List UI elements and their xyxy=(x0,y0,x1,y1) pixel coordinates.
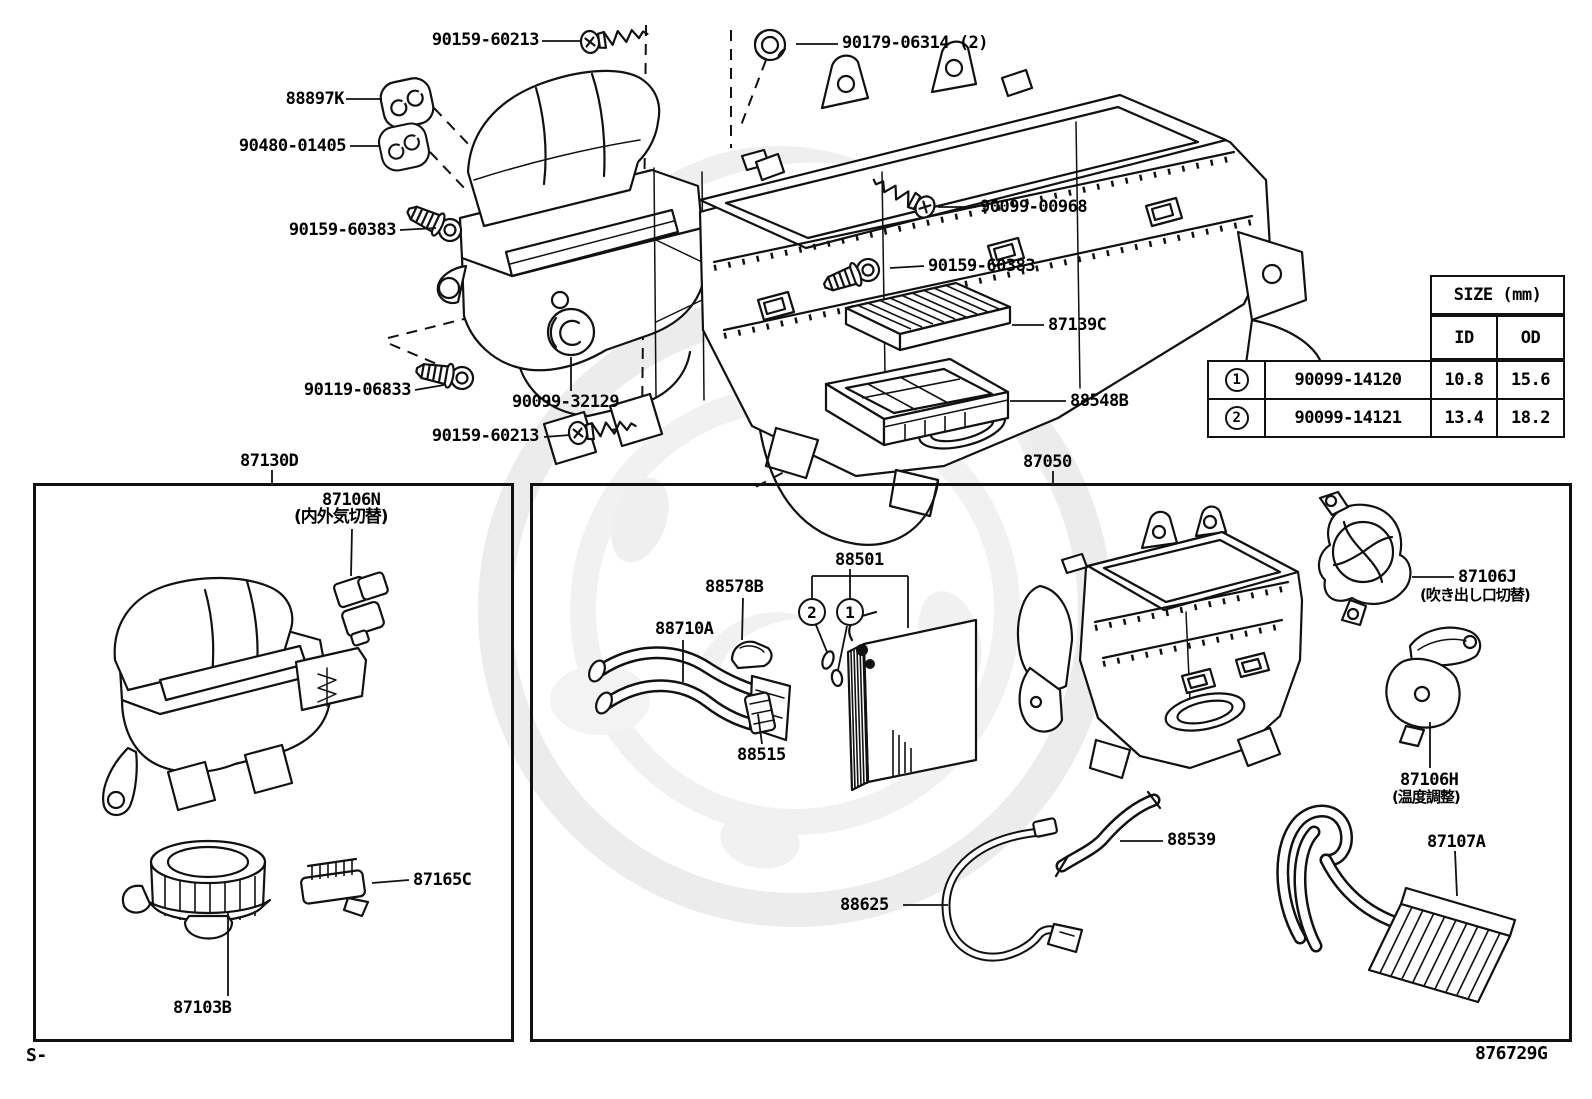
callout-mode-servo: 87106J xyxy=(1458,567,1517,587)
size-table-row1-od: 15.6 xyxy=(1496,360,1565,400)
filter-case-art xyxy=(824,357,1010,447)
evaporator-art xyxy=(846,610,978,792)
top-leader-lines xyxy=(271,40,1066,485)
heater-core-art xyxy=(1276,804,1517,1004)
oring-ref-1: 1 xyxy=(836,598,864,626)
bolt-icon xyxy=(402,198,467,247)
cabin-filter-art xyxy=(844,281,1012,352)
size-table-col-id: ID xyxy=(1430,315,1498,360)
mode-servo-art xyxy=(1317,490,1412,627)
size-table-row1-ref: 1 xyxy=(1207,360,1266,400)
blower-motor-art xyxy=(121,839,272,940)
ac-box-art xyxy=(588,490,1517,1004)
grommet-icon xyxy=(376,73,438,133)
callout-screw-top: 90159-60213 xyxy=(431,30,540,50)
callout-grommet-c: 90099-32129 xyxy=(512,392,620,412)
callout-filter-case: 88548B xyxy=(1070,391,1129,411)
callout-screw-bottom: 90159-60213 xyxy=(431,426,540,446)
callout-tube: 88710A xyxy=(655,619,714,639)
footer-left-code: S- xyxy=(26,1045,47,1066)
blower-box-title: 87130D xyxy=(240,451,299,471)
size-table-row2-part: 90099-14121 xyxy=(1264,398,1432,438)
callout-screw-right: 90099-00968 xyxy=(980,197,1088,217)
size-table-title: SIZE (mm) xyxy=(1430,275,1565,315)
circled-2: 2 xyxy=(1224,406,1249,430)
blower-housing-art xyxy=(102,576,368,817)
blower-unit-section-box xyxy=(33,483,514,1042)
circled-1: 1 xyxy=(1224,368,1249,392)
evaporator-oring-art xyxy=(811,569,909,688)
blower-resistor-art xyxy=(300,857,370,918)
size-table-row1-id: 10.8 xyxy=(1430,360,1498,400)
temp-servo-art xyxy=(1385,626,1482,748)
packing-art xyxy=(730,640,773,670)
ac-unit-section-box xyxy=(530,483,1572,1042)
callout-heater-core: 87107A xyxy=(1427,832,1486,852)
cooling-case-art xyxy=(698,40,1325,546)
ac-case-art xyxy=(1016,505,1304,780)
callout-hose: 88539 xyxy=(1167,830,1216,850)
drawing-number: 876729G xyxy=(1475,1043,1548,1064)
callout-temp-servo: 87106H xyxy=(1400,770,1459,790)
callout-mode-servo-note: (吹き出し口切替) xyxy=(1420,586,1531,604)
callout-bolt-lower: 90119-06833 xyxy=(303,380,412,400)
bolt-icon xyxy=(413,357,477,393)
callout-filter: 87139C xyxy=(1048,315,1107,335)
callout-blower-motor: 87103B xyxy=(173,998,232,1018)
callout-grommet-a: 88897K xyxy=(285,89,345,109)
grommet-icon xyxy=(374,119,434,175)
callout-intake-servo-note: (内外気切替) xyxy=(294,507,389,527)
fastener-art xyxy=(374,21,940,447)
thermistor-wire-art xyxy=(941,817,1084,962)
callout-nut: 90179-06314 (2) xyxy=(842,33,989,53)
screw-icon xyxy=(578,21,651,56)
callout-bolt-right: 90159-60383 xyxy=(928,256,1036,276)
size-table-row2-ref: 2 xyxy=(1207,398,1266,438)
blower-case-art xyxy=(436,69,708,466)
callout-resistor: 87165C xyxy=(413,870,472,890)
blower-box-art xyxy=(102,528,410,996)
callout-temp-servo-note: (温度調整) xyxy=(1392,788,1461,806)
size-table-col-od: OD xyxy=(1496,315,1565,360)
clamp-art xyxy=(743,691,777,735)
callout-clamp: 88515 xyxy=(737,745,786,765)
ac-box-leaders xyxy=(682,576,1458,906)
blower-box-leaders xyxy=(227,528,410,996)
callout-evaporator: 88501 xyxy=(835,550,884,570)
callout-packing: 88578B xyxy=(705,577,764,597)
round-grommet-icon xyxy=(546,307,596,357)
size-table-row2-od: 18.2 xyxy=(1496,398,1565,438)
size-table-row2-id: 13.4 xyxy=(1430,398,1498,438)
ac-box-title: 87050 xyxy=(1023,452,1072,472)
callout-intake-servo: 87106N xyxy=(322,490,381,510)
top-assembly-art xyxy=(271,21,1325,546)
callout-grommet-b: 90480-01405 xyxy=(238,136,347,156)
callout-bolt-left: 90159-60383 xyxy=(288,220,397,240)
oring-ref-2: 2 xyxy=(798,598,826,626)
nut-icon xyxy=(753,28,787,62)
water-hose-art xyxy=(1054,790,1162,878)
callout-thermistor: 88625 xyxy=(840,895,889,915)
size-table-row1-part: 90099-14120 xyxy=(1264,360,1432,400)
intake-servo-art xyxy=(332,571,389,647)
